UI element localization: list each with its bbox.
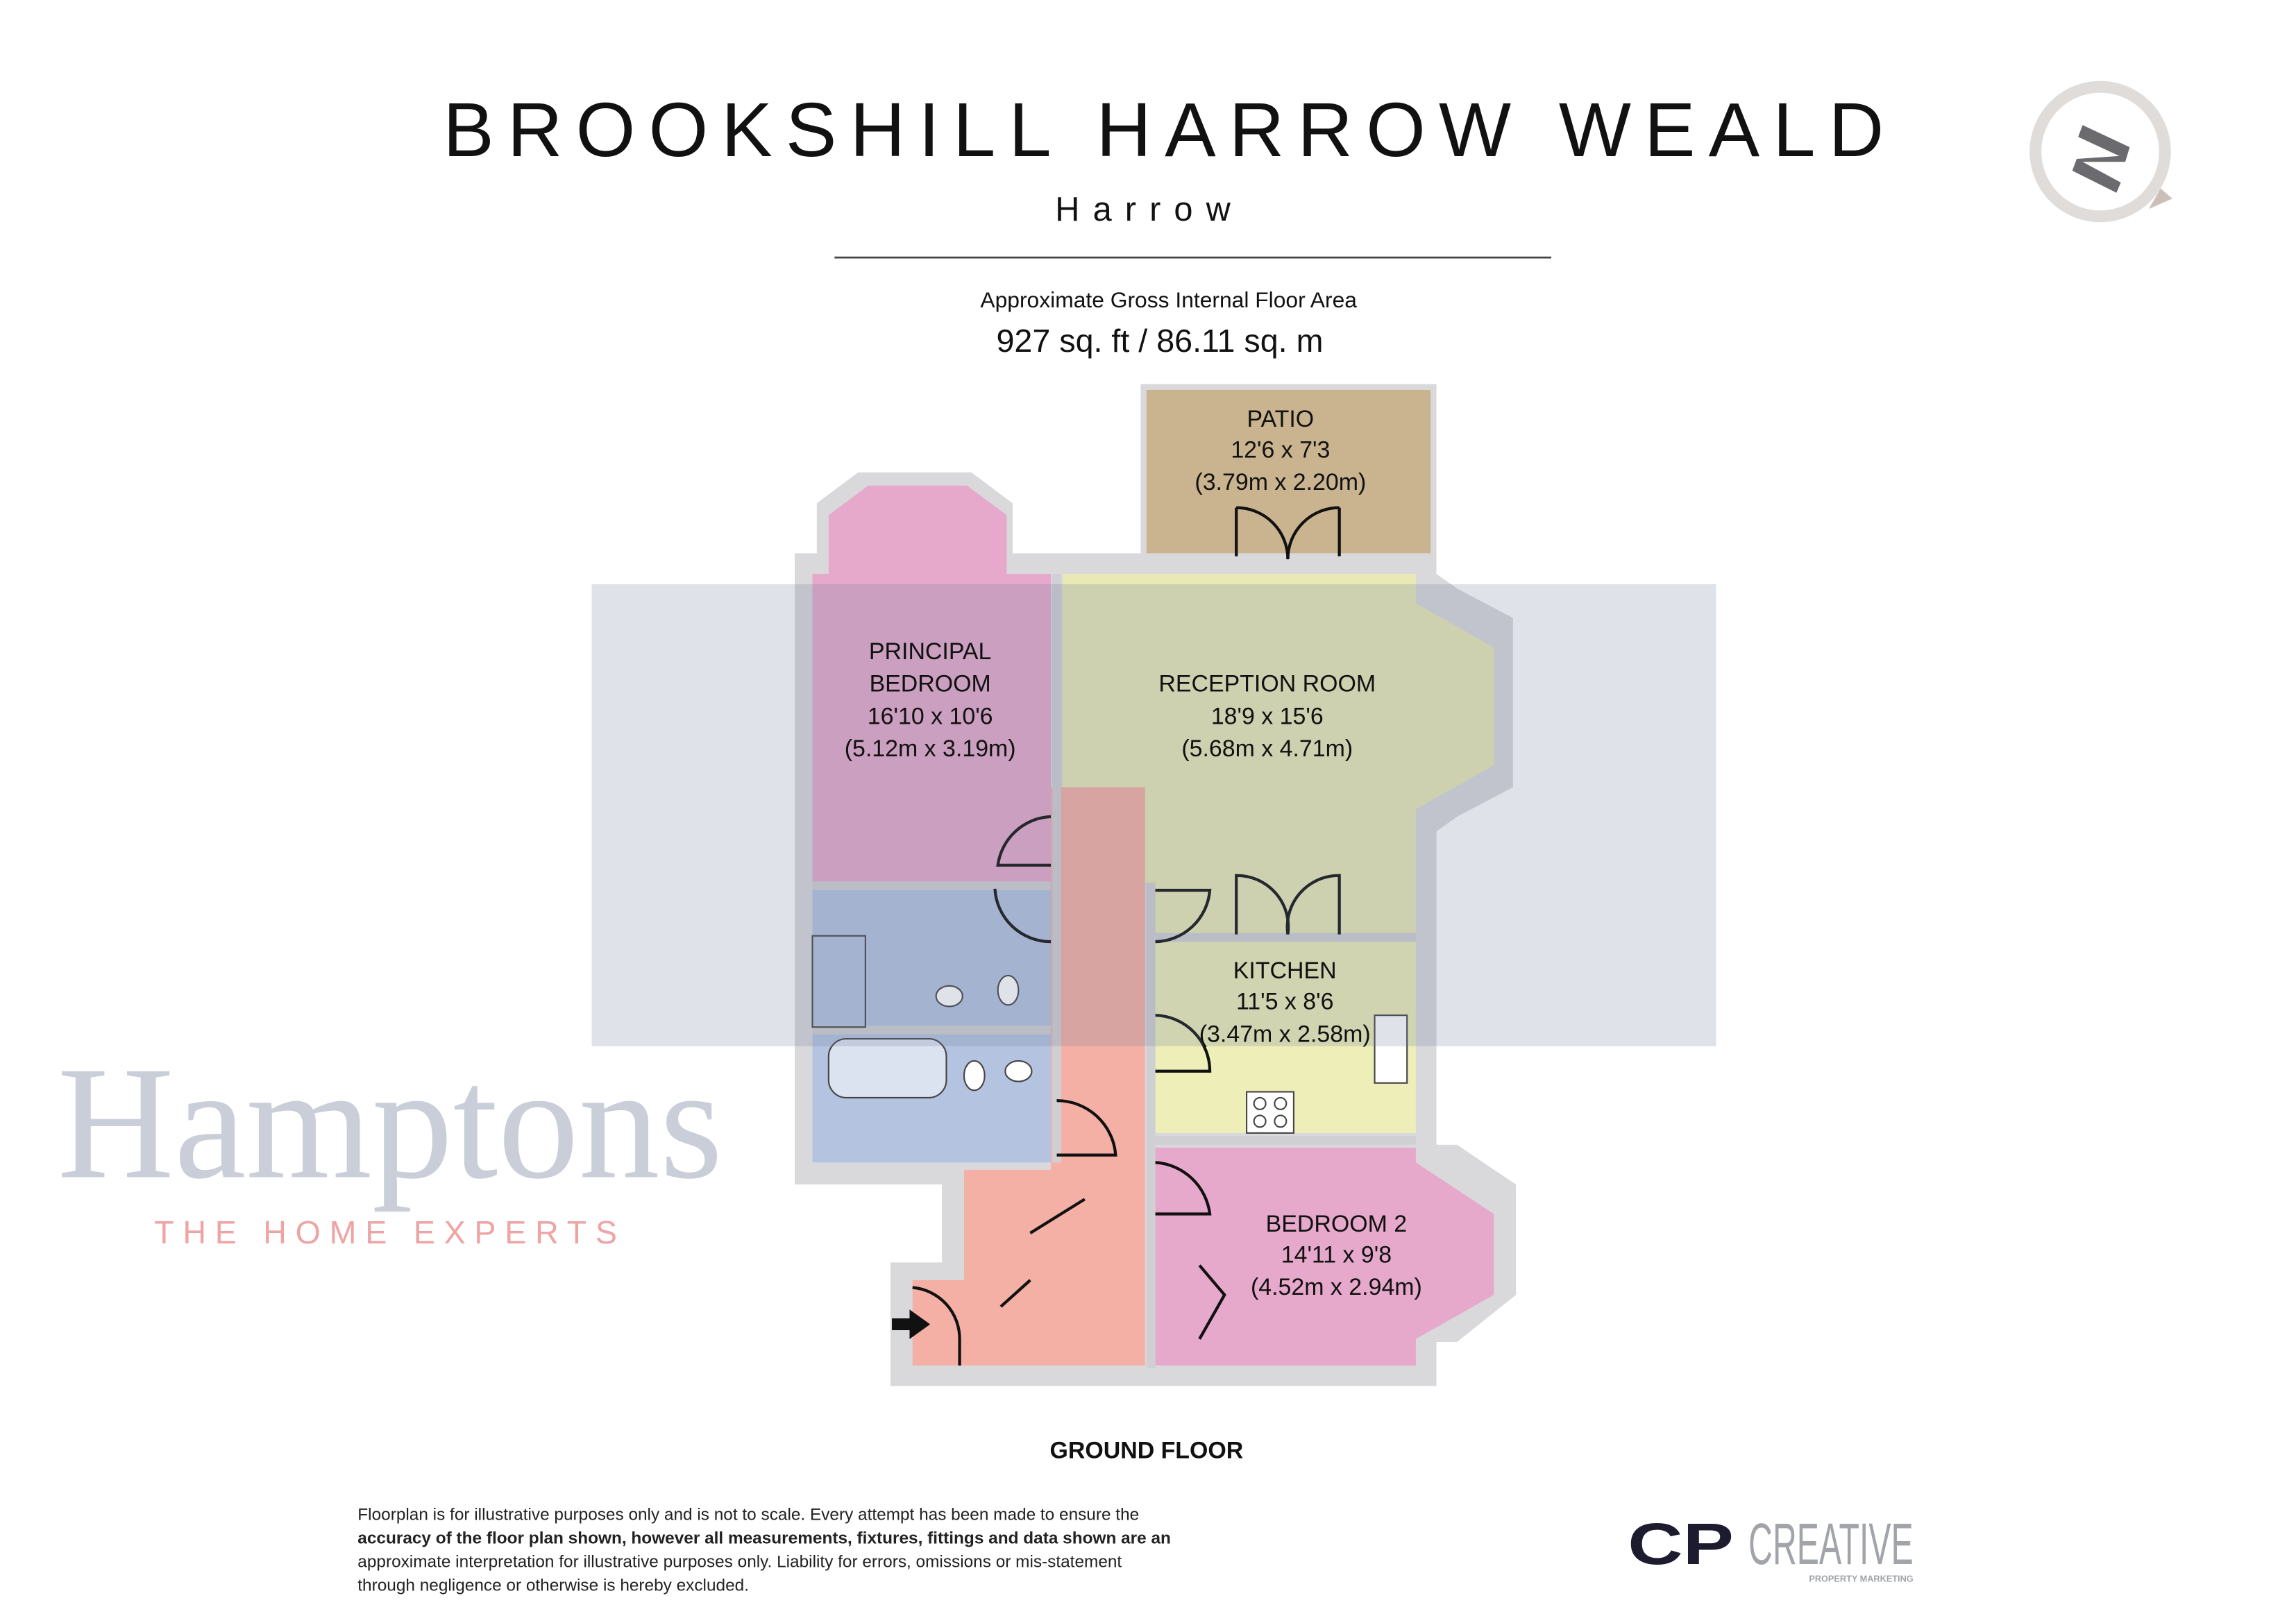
room-principal-bedroom — [812, 485, 1052, 883]
svg-text:(5.12m x 3.19m): (5.12m x 3.19m) — [845, 736, 1016, 762]
svg-text:through negligence or otherwis: through negligence or otherwise is hereb… — [357, 1576, 749, 1595]
shower-icon — [811, 935, 866, 1028]
svg-text:Floorplan is for illustrative: Floorplan is for illustrative purposes o… — [357, 1506, 1139, 1524]
room-label-bedroom-2: BEDROOM 2 14'11 x 9'8 (4.52m x 2.94m) — [1251, 1211, 1422, 1300]
bath-icon — [827, 1038, 947, 1098]
page-subtitle: Harrow — [1055, 191, 1244, 228]
svg-text:PATIO: PATIO — [1247, 406, 1314, 432]
svg-text:CREATIVE: CREATIVE — [1748, 1511, 1913, 1577]
room-patio — [1146, 389, 1431, 554]
svg-text:accuracy of the floor plan sho: accuracy of the floor plan shown, howeve… — [357, 1529, 1171, 1547]
room-label-reception: RECEPTION ROOM 18'9 x 15'6 (5.68m x 4.71… — [1158, 671, 1376, 762]
sink-icon — [1004, 1060, 1033, 1082]
watermark: Hamptons THE HOME EXPERTS — [58, 584, 1716, 1250]
watermark-tagline: THE HOME EXPERTS — [154, 1214, 626, 1250]
svg-text:CP: CP — [1628, 1511, 1734, 1577]
floor-label: GROUND FLOOR — [1049, 1437, 1243, 1463]
svg-text:(3.47m x 2.58m): (3.47m x 2.58m) — [1199, 1021, 1371, 1047]
page-title: BROOKSHILL HARROW WEALD — [443, 87, 1897, 173]
svg-text:14'11 x 9'8: 14'11 x 9'8 — [1281, 1241, 1392, 1268]
svg-text:approximate interpretation for: approximate interpretation for illustrat… — [357, 1552, 1122, 1571]
svg-text:RECEPTION ROOM: RECEPTION ROOM — [1158, 671, 1376, 697]
north-arrow-icon — [2029, 80, 2172, 223]
sink-icon — [935, 985, 963, 1008]
svg-text:BEDROOM 2: BEDROOM 2 — [1266, 1211, 1407, 1237]
kitchen-sink-icon — [1374, 1014, 1408, 1084]
svg-text:PROPERTY MARKETING: PROPERTY MARKETING — [1809, 1574, 1913, 1584]
svg-text:PRINCIPAL: PRINCIPAL — [869, 638, 991, 665]
watermark-brand: Hamptons — [58, 1033, 723, 1212]
svg-text:(4.52m x 2.94m): (4.52m x 2.94m) — [1251, 1274, 1422, 1300]
svg-text:11'5 x 8'6: 11'5 x 8'6 — [1236, 989, 1334, 1015]
room-label-principal-bedroom: PRINCIPAL BEDROOM 16'10 x 10'6 (5.12m x … — [845, 638, 1016, 762]
area-value: 927 sq. ft / 86.11 sq. m — [996, 323, 1323, 359]
svg-text:18'9 x 15'6: 18'9 x 15'6 — [1211, 703, 1324, 729]
floor-plan — [795, 384, 1517, 1386]
room-label-kitchen: KITCHEN 11'5 x 8'6 (3.47m x 2.58m) — [1199, 958, 1371, 1047]
hob-icon — [1246, 1091, 1294, 1134]
room-hall — [912, 787, 1145, 1366]
room-label-patio: PATIO 12'6 x 7'3 (3.79m x 2.20m) — [1195, 406, 1366, 495]
room-bedroom-2 — [1155, 1148, 1494, 1366]
toilet-icon — [963, 1060, 986, 1091]
svg-text:BEDROOM: BEDROOM — [870, 671, 991, 697]
svg-text:KITCHEN: KITCHEN — [1233, 958, 1337, 984]
area-label: Approximate Gross Internal Floor Area — [980, 287, 1357, 312]
disclaimer: Floorplan is for illustrative purposes o… — [357, 1506, 1171, 1595]
room-reception — [1063, 574, 1494, 935]
svg-text:(3.79m x 2.20m): (3.79m x 2.20m) — [1195, 469, 1366, 495]
svg-text:16'10 x 10'6: 16'10 x 10'6 — [868, 703, 993, 729]
toilet-icon — [997, 974, 1020, 1006]
svg-text:12'6 x 7'3: 12'6 x 7'3 — [1231, 437, 1330, 464]
entrance-arrow-icon — [892, 1309, 931, 1339]
cp-creative-logo: CP CREATIVE PROPERTY MARKETING — [1628, 1511, 1913, 1583]
doors — [912, 506, 1341, 1366]
svg-text:(5.68m x 4.71m): (5.68m x 4.71m) — [1181, 736, 1353, 762]
